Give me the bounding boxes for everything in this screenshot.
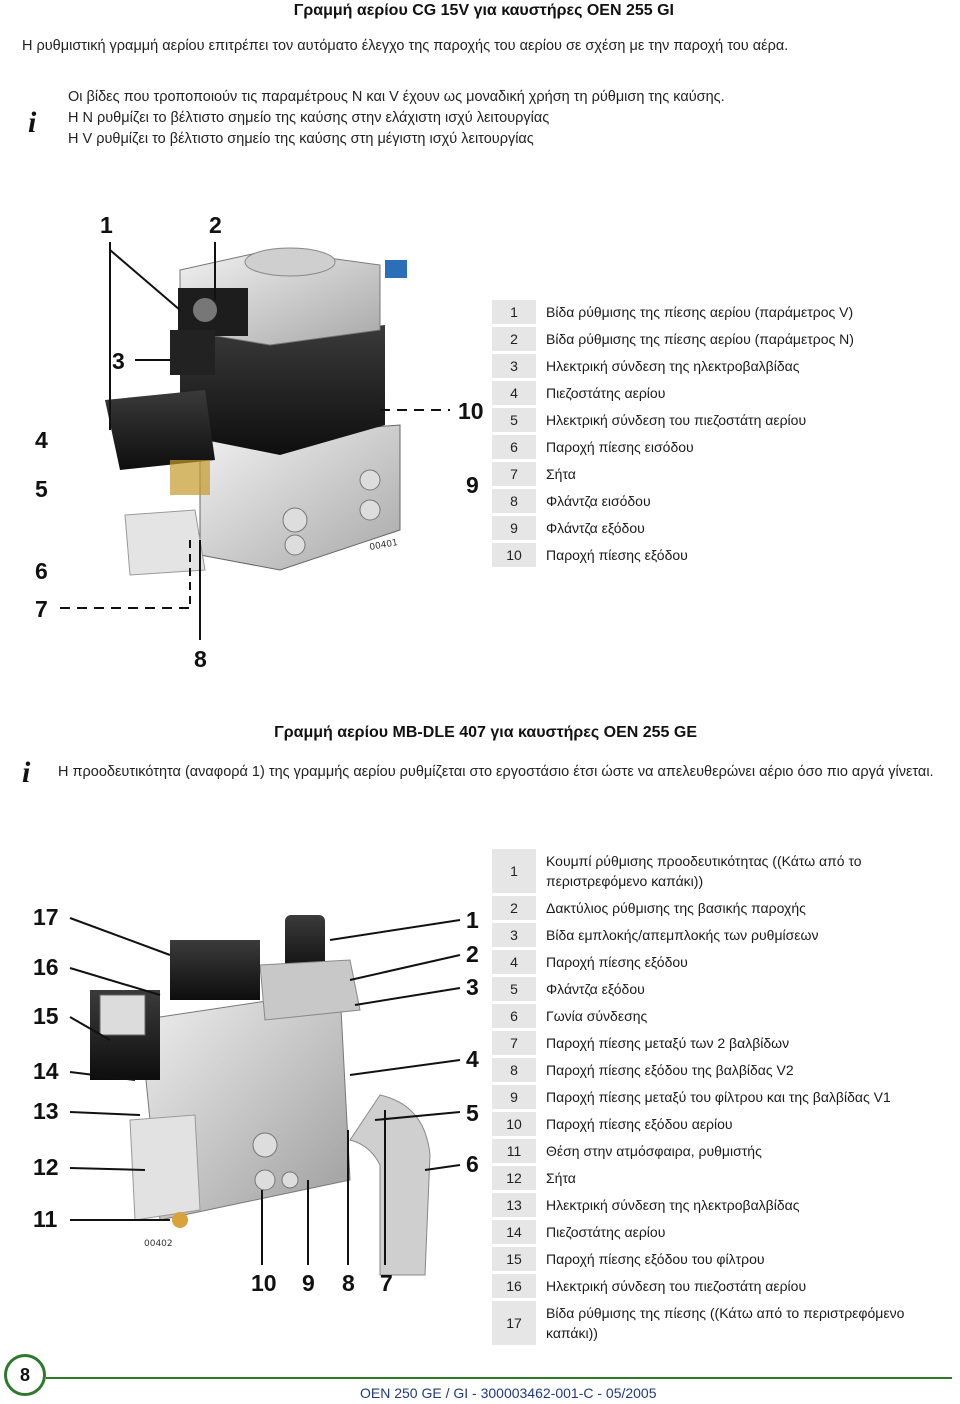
callout-3b: 3 — [466, 974, 479, 1000]
callout-7: 7 — [35, 596, 48, 622]
callout-3: 3 — [112, 348, 125, 374]
callout-7b: 7 — [380, 1270, 393, 1296]
info-icon: i — [28, 106, 37, 139]
callout-11: 11 — [33, 1206, 58, 1232]
section1-intro: Η ρυθμιστική γραμμή αερίου επιτρέπει τον… — [22, 38, 789, 54]
section1-info: Οι βίδες που τροποποιούν τις παραμέτρους… — [68, 87, 938, 150]
callout-13: 13 — [33, 1098, 59, 1124]
callout-6: 6 — [35, 558, 48, 584]
callout-10b: 10 — [251, 1270, 277, 1296]
footer-rule — [46, 1377, 952, 1379]
callout-1: 1 — [100, 212, 113, 238]
callout-8: 8 — [194, 646, 207, 672]
gas-valve-mbdle407-drawing: 00402 — [69, 915, 461, 1276]
gas-valve-mbdle407-figure: 00402 — [30, 880, 490, 1300]
callout-10: 10 — [458, 398, 484, 424]
callout-2: 2 — [209, 212, 222, 238]
section1-title: Γραμμή αερίου CG 15V για καυστήρες OEN 2… — [293, 2, 674, 19]
gas-valve-cg15v-figure: 00401 — [30, 210, 490, 680]
callout-5: 5 — [35, 476, 48, 502]
section2-title: Γραμμή αερίου MB-DLE 407 για καυστήρες O… — [274, 724, 697, 741]
callout-8b: 8 — [342, 1270, 355, 1296]
callout-9: 9 — [466, 472, 479, 498]
info-line: Οι βίδες που τροποποιούν τις παραμέτρους… — [68, 89, 725, 105]
image-code: 00401 — [369, 538, 399, 553]
callout-4: 4 — [35, 427, 48, 453]
document-reference: OEN 250 GE / GI - 300003462-001-C - 05/2… — [360, 1385, 657, 1401]
info-line: Η Ν ρυθμίζει το βέλτιστο σημείο της καύσ… — [68, 110, 550, 126]
section2-info: Η προοδευτικότητα (αναφορά 1) της γραμμή… — [58, 764, 934, 780]
callout-1b: 1 — [466, 907, 479, 933]
callout-12: 12 — [33, 1154, 59, 1180]
image-code: 00402 — [144, 1239, 173, 1249]
info-icon: i — [22, 756, 31, 789]
callout-16: 16 — [33, 954, 59, 980]
callout-4b: 4 — [466, 1046, 479, 1072]
callout-17: 17 — [33, 904, 59, 930]
callout-5b: 5 — [466, 1100, 479, 1126]
info-line: Η V ρυθμίζει το βέλτιστο σημείο της καύσ… — [68, 131, 534, 147]
callout-15: 15 — [33, 1003, 59, 1029]
page-number: 8 — [4, 1354, 46, 1396]
callout-6b: 6 — [466, 1151, 479, 1177]
callout-9b: 9 — [302, 1270, 315, 1296]
callout-2b: 2 — [466, 941, 479, 967]
gas-valve-cg15v-drawing: 00401 — [60, 242, 450, 640]
callout-14: 14 — [33, 1058, 59, 1084]
